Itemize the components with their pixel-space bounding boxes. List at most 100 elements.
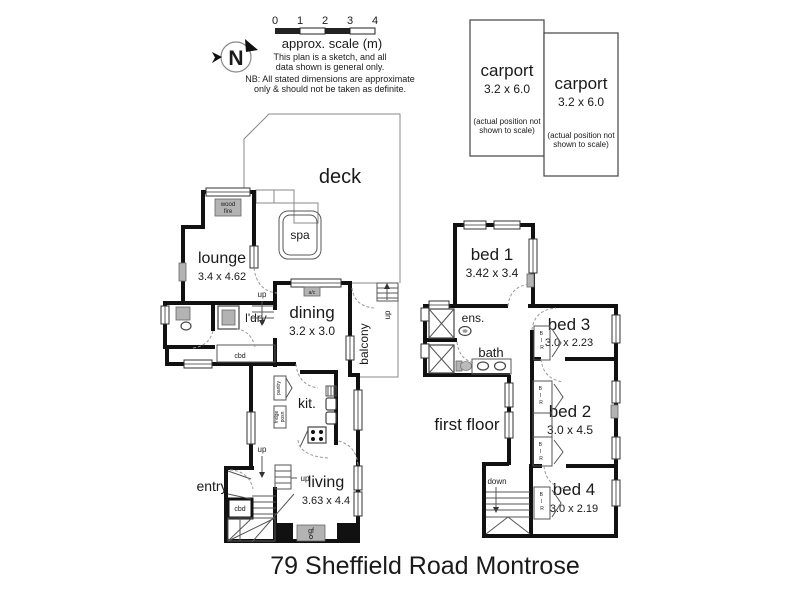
fridge-space: fridge posn <box>273 405 287 429</box>
cupboard-2-label: cbd <box>234 506 245 513</box>
scale-segment <box>299 27 326 35</box>
ground-floor-windows <box>160 187 363 517</box>
lounge-label: lounge <box>198 250 246 267</box>
wc-fixtures <box>175 306 192 331</box>
stairs-mid: up <box>274 464 310 490</box>
ac-unit-bed1 <box>526 273 535 288</box>
spa: spa <box>278 210 322 260</box>
svg-text:B I R: B I R <box>540 331 545 351</box>
carport-2-dims: 3.2 x 6.0 <box>558 95 604 109</box>
carport-2: carport 3.2 x 6.0 (actual position not s… <box>543 32 619 177</box>
ground-floor-plan: deck spa wood fire loun <box>160 113 401 543</box>
scale-caption: approx. scale (m) <box>282 36 382 51</box>
bed4-label: bed 4 <box>553 480 596 499</box>
scale-nb-line1: NB: All stated dimensions are approximat… <box>245 74 415 84</box>
cupboard-1 <box>216 344 276 363</box>
ground-floor-door-arcs <box>192 267 375 466</box>
scale-segment <box>349 27 376 35</box>
bed2-label: bed 2 <box>549 402 592 421</box>
up-label: up <box>383 310 392 319</box>
carport-1-dims: 3.2 x 6.0 <box>484 82 530 96</box>
stairs-winder <box>227 517 276 542</box>
carport-1-label: carport <box>481 61 534 80</box>
balcony-label: balcony <box>357 323 371 364</box>
carport-2-note1: (actual position not <box>547 131 615 140</box>
heater-unit <box>178 262 187 282</box>
wood-fire-label2: fire <box>224 209 233 215</box>
scale-tick-3: 3 <box>347 15 353 27</box>
deck-outline <box>243 113 401 283</box>
scale-tick-1: 1 <box>297 15 303 27</box>
stairs-down: down <box>485 477 531 535</box>
bed2-dims: 3.0 x 4.5 <box>547 423 593 437</box>
cupboard-1-label: cbd <box>234 353 245 360</box>
down-label: down <box>487 477 506 486</box>
first-floor-door-arcs <box>456 283 567 490</box>
bed4-bir: B I R <box>533 486 562 520</box>
scale-segment <box>325 28 350 34</box>
up-label: up <box>258 445 267 454</box>
wood-fire-label1: wood <box>220 202 235 208</box>
entry-label: entry <box>196 478 227 494</box>
living-dims: 3.63 x 4.4 <box>302 495 350 507</box>
scale-tick-0: 0 <box>272 15 278 27</box>
fridge-label2: posn <box>280 411 286 422</box>
compass-arrow-icon <box>245 39 258 52</box>
bed1-dims: 3.42 x 3.4 <box>466 266 519 280</box>
up-label: up <box>258 290 267 299</box>
fridge-label1: fridge <box>274 411 280 424</box>
stairs-spine-upper: up <box>252 290 274 326</box>
bed3-dims: 3.0 x 2.23 <box>545 337 593 349</box>
ac-unit-bed2 <box>610 404 619 419</box>
first-floor-label: first floor <box>434 415 500 434</box>
scale-segment <box>275 28 300 34</box>
svg-text:B I R: B I R <box>539 386 544 406</box>
gas-fire-unit: gf <box>296 524 326 542</box>
scale-tick-4: 4 <box>372 15 378 27</box>
scale-tick-2: 2 <box>322 15 328 27</box>
deck-label: deck <box>319 166 362 188</box>
wall-pier <box>275 523 293 541</box>
stairs-balcony: up <box>376 282 399 319</box>
pantry: pantry <box>273 375 293 401</box>
compass-chevron-icon <box>212 52 222 63</box>
carport-2-note2: shown to scale) <box>553 140 609 149</box>
bathroom: bath <box>428 344 512 375</box>
wall-pier <box>337 523 360 541</box>
compass-n-label: N <box>228 47 243 70</box>
scale-note-line2: data shown is general only. <box>276 62 384 72</box>
carport-1-note1: (actual position not <box>473 117 541 126</box>
entry-door-leaf <box>227 470 252 480</box>
pantry-label: pantry <box>276 381 282 395</box>
first-floor-windows <box>420 220 621 507</box>
scale-nb-line2: only & should not be taken as definite. <box>254 84 406 94</box>
first-floor-plan: bed 1 3.42 x 3.4 ens. bath bed 3 3.0 x 2… <box>420 220 621 538</box>
kitchen-label: kit. <box>298 395 316 411</box>
bed1-label: bed 1 <box>471 245 514 264</box>
washing-machine-icon <box>217 305 240 330</box>
kitchen-sink-icon <box>325 385 337 425</box>
svg-text:B I R: B I R <box>539 442 544 462</box>
cupboard-2: cbd <box>226 493 254 520</box>
ac-unit-dining: a/c <box>303 286 321 297</box>
lounge-dims: 3.4 x 4.62 <box>198 271 246 283</box>
living-label: living <box>308 474 344 491</box>
balcony-outline <box>352 282 399 378</box>
page-title: 79 Sheffield Road Montrose <box>270 552 579 580</box>
wood-fire-unit: wood fire <box>214 198 242 217</box>
bed2-bir-lower: B I R <box>532 436 564 467</box>
bath-label: bath <box>478 345 503 360</box>
bed3-label: bed 3 <box>548 315 591 334</box>
dining-label: dining <box>289 303 334 322</box>
svg-text:B I R: B I R <box>540 492 545 512</box>
gf-label: gf <box>308 528 314 535</box>
ac-label: a/c <box>309 290 316 296</box>
stove-icon <box>299 426 327 448</box>
bed3-bir: B I R <box>533 325 562 361</box>
bed4-dims: 3.0 x 2.19 <box>550 503 598 515</box>
ensuite: ens. <box>428 308 484 339</box>
entry-door-arc <box>229 469 254 490</box>
carport-1-note2: shown to scale) <box>479 126 535 135</box>
